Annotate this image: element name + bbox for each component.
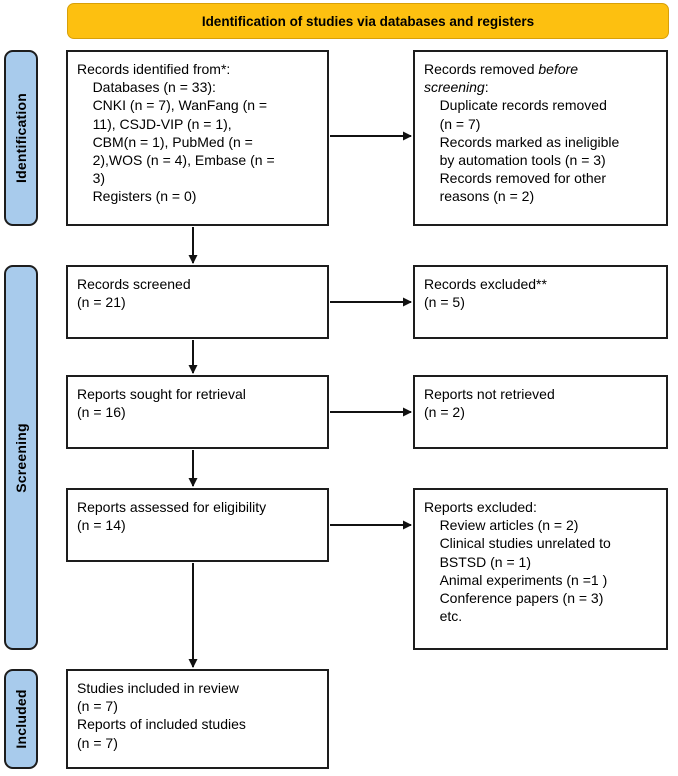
node-reports-excluded: Reports excluded: Review articles (n = 2… <box>413 488 668 650</box>
node-records-screened-text: Records screened (n = 21) <box>77 276 191 311</box>
stage-label-screening: Screening <box>13 422 29 493</box>
node-records-screened: Records screened (n = 21) <box>66 265 329 339</box>
stage-label-identification: Identification <box>13 93 29 183</box>
identified-line-4: 11), CSJD-VIP (n = 1), <box>77 115 232 132</box>
identified-line-8: Registers (n = 0) <box>77 188 197 205</box>
node-records-removed: Records removed before screening: Duplic… <box>413 50 668 226</box>
node-records-removed-text: Records removed before screening: Duplic… <box>424 60 657 206</box>
identified-line-6: 2),WOS (n = 4), Embase (n = <box>77 151 275 168</box>
diagram-banner: Identification of studies via databases … <box>67 3 669 39</box>
node-reports-assessed-text: Reports assessed for eligibility (n = 14… <box>77 499 267 534</box>
identified-line-3: CNKI (n = 7), WanFang (n = <box>77 97 268 114</box>
stage-pill-included: Included <box>4 669 38 769</box>
node-reports-assessed: Reports assessed for eligibility (n = 14… <box>66 488 329 562</box>
identified-line-5: CBM(n = 1), PubMed (n = <box>77 133 253 150</box>
removed-lead: Records removed <box>424 61 539 77</box>
identified-line-1: Records identified from*: <box>77 61 231 77</box>
stage-pill-identification: Identification <box>4 50 38 226</box>
node-reports-excluded-text: Reports excluded: Review articles (n = 2… <box>424 499 611 625</box>
node-records-excluded: Records excluded** (n = 5) <box>413 265 668 339</box>
stage-pill-screening: Screening <box>4 265 38 650</box>
removed-italic-before: before <box>538 61 579 77</box>
removed-colon: : <box>484 79 489 96</box>
removed-italic-screening: screening <box>424 79 485 96</box>
node-reports-not-retrieved: Reports not retrieved (n = 2) <box>413 375 668 449</box>
banner-title: Identification of studies via databases … <box>201 13 535 29</box>
node-reports-not-retrieved-text: Reports not retrieved (n = 2) <box>424 386 555 421</box>
node-records-excluded-text: Records excluded** (n = 5) <box>424 276 547 311</box>
identified-line-7: 3) <box>77 170 106 187</box>
node-studies-included: Studies included in review (n = 7) Repor… <box>66 669 329 769</box>
removed-reasons: Duplicate records removed (n = 7) Record… <box>439 97 620 205</box>
node-records-identified-text: Records identified from*: Databases (n =… <box>77 60 318 206</box>
node-studies-included-text: Studies included in review (n = 7) Repor… <box>77 680 246 751</box>
node-reports-sought: Reports sought for retrieval (n = 16) <box>66 375 329 449</box>
identified-line-2: Databases (n = 33): <box>77 79 216 96</box>
node-reports-sought-text: Reports sought for retrieval (n = 16) <box>77 386 246 421</box>
node-records-identified: Records identified from*: Databases (n =… <box>66 50 329 226</box>
stage-label-included: Included <box>13 689 29 749</box>
